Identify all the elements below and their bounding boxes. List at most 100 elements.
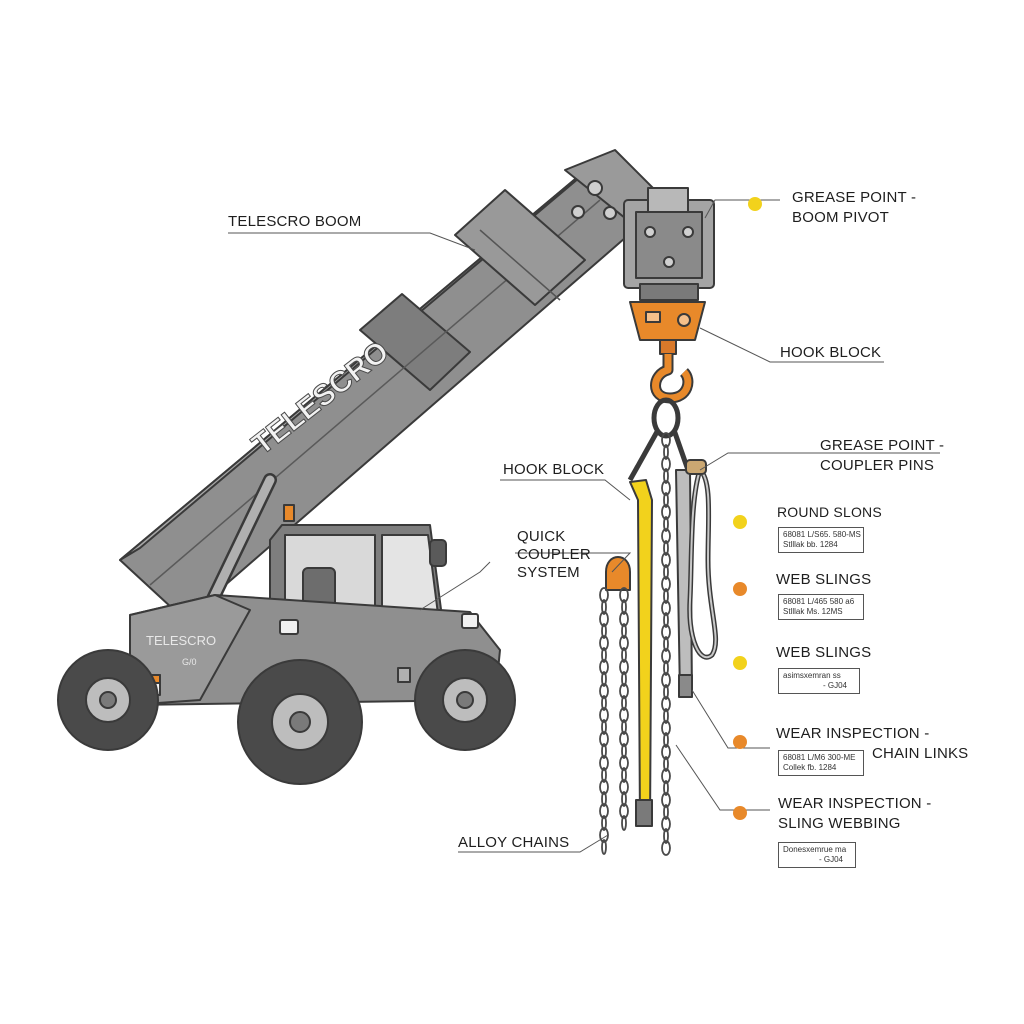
label-wear-sling-2: SLING WEBBING [778,815,901,832]
chain-link [601,719,607,735]
label-grease-boom-1: GREASE POINT - [792,189,917,206]
chain-link [621,791,627,807]
chain-link [619,803,629,819]
hook-block [629,301,706,404]
chain-link [619,731,629,747]
wear-chain-dot [733,735,747,749]
spec-box-3-line1: asimsxemran ss [783,671,841,680]
spec-box-5: Donesxemrue ma - GJ04 [778,842,856,868]
label-grease-coupler-1: GREASE POINT - [820,437,945,454]
spec-box-5-line1: Donesxemrue ma [783,845,847,854]
chain-link [601,695,607,711]
chain-link [601,815,607,831]
chain-link [619,659,629,675]
chain-link [601,647,607,663]
spec-box-2-line1: 68081 L/465 580 a6 [783,597,855,606]
telescopic-boom [119,149,671,621]
chain-link [663,468,669,484]
chain-link [663,588,669,604]
spec-box-1: 68081 L/S65. 580-MS Stlllak bb. 1284 [778,527,864,553]
round-slons-dot [733,515,747,529]
alloy-chains-graphic [599,432,671,856]
chain-link [663,540,669,556]
spec-box-4-line2: Collek fb. 1284 [783,763,837,772]
spec-box-3-line2: - GJ04 [823,681,848,690]
chain-link [661,816,671,832]
spec-box-2: 68081 L/465 580 a6 Stlllak Ms. 12MS [778,594,864,620]
chain-link [661,600,671,616]
chain-link [663,564,669,580]
chain-link [663,636,669,652]
rigging [605,397,719,827]
leader-lines [228,199,940,853]
label-quick-coupler-1: QUICK [517,528,566,545]
chain-link [663,804,669,820]
label-hook-block-right: HOOK BLOCK [780,344,882,361]
chain-link [661,480,671,496]
chain-link [599,611,609,627]
chain-link [661,624,671,640]
chain-link [661,744,671,760]
chain-link [619,683,629,699]
chain-link [599,659,609,675]
chain-link [663,516,669,532]
chassis-code: G/0 [182,657,197,667]
spec-box-2-line2: Stlllak Ms. 12MS [783,607,843,616]
chain-link [663,444,669,460]
spec-box-3: asimsxemran ss - GJ04 [778,668,860,694]
chain-link [599,587,609,603]
chain-link [661,576,671,592]
chain-link [663,756,669,772]
chain-link [663,492,669,508]
label-alloy-chains: ALLOY CHAINS [458,834,570,851]
chain-link [663,780,669,796]
chain-link [621,719,627,735]
label-wear-sling-1: WEAR INSPECTION - [778,795,932,812]
chain-link [621,623,627,639]
label-grease-coupler-2: COUPLER PINS [820,457,935,474]
chain-link [619,707,629,723]
spec-box-5-line2: - GJ04 [819,855,844,864]
chain-link [663,660,669,676]
chain-link [661,432,671,448]
chain-link [619,635,629,651]
web-slings-2-dot [733,656,747,670]
web-slings-1-dot [733,582,747,596]
chain-link [621,647,627,663]
chain-link [619,779,629,795]
chain-link [601,671,607,687]
wear-sling-dot [733,806,747,820]
label-wear-chain-1: WEAR INSPECTION - [776,725,930,742]
chain-link [661,528,671,544]
chain-link [619,755,629,771]
chain-link [661,792,671,808]
chain-link [621,743,627,759]
chain-link [601,767,607,783]
chain-link [599,779,609,795]
chain-link [621,671,627,687]
chain-link [661,504,671,520]
chain-link [601,623,607,639]
chain-link [661,648,671,664]
boom-pivot-head [623,187,715,301]
label-quick-coupler-3: SYSTEM [517,564,580,581]
chain-link [663,684,669,700]
grease-point-boom-dot [748,197,762,211]
chain-link [621,695,627,711]
label-telescro-boom: TELESCRO BOOM [228,213,362,230]
chain-link [661,552,671,568]
spec-box-1-line1: 68081 L/S65. 580-MS [783,530,861,539]
chain-link [661,696,671,712]
chain-link [599,683,609,699]
chain-link [601,791,607,807]
label-web-slings-1: WEB SLINGS [776,571,872,588]
chain-link [601,743,607,759]
chain-link [661,672,671,688]
spec-box-1-line2: Stlllak bb. 1284 [783,540,838,549]
chain-link [619,587,629,603]
spec-box-4: 68081 L/M6 300-ME Collek fb. 1284 [778,750,864,776]
chain-link [599,803,609,819]
chain-link [621,815,627,831]
label-quick-coupler-2: COUPLER [517,546,591,563]
